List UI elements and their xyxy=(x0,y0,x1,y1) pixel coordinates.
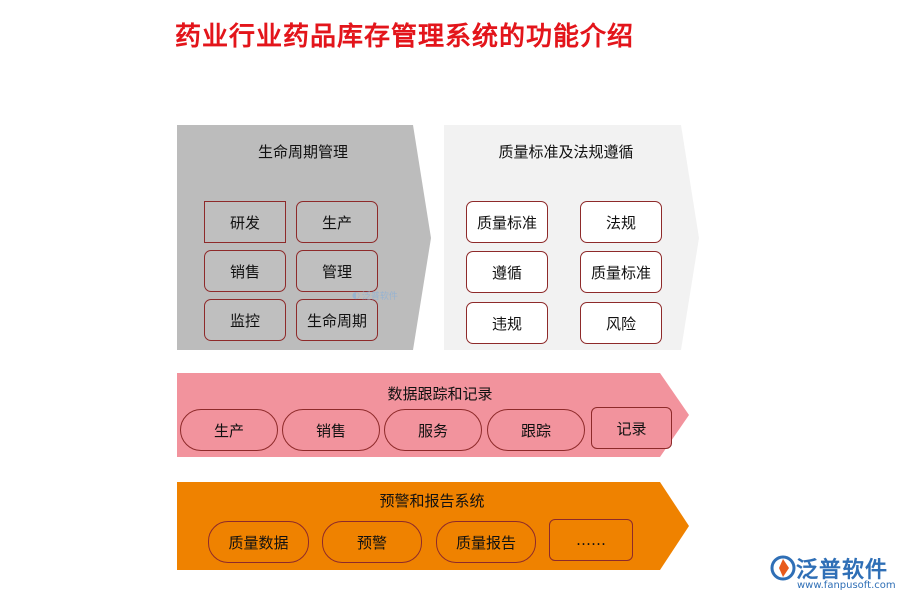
quality-panel-shape xyxy=(444,125,699,350)
fanpu-logo-icon xyxy=(770,555,796,581)
tracking-item-sales: 销售 xyxy=(282,409,380,451)
lifecycle-panel-title: 生命周期管理 xyxy=(257,143,349,161)
lifecycle-item-management: 管理 xyxy=(296,250,378,292)
warning-item-alert: 预警 xyxy=(322,521,422,563)
tracking-panel-title: 数据跟踪和记录 xyxy=(387,385,493,403)
watermark-logo-icon: ◐ xyxy=(352,290,360,301)
quality-item-standard: 质量标准 xyxy=(466,201,548,243)
lifecycle-item-rd: 研发 xyxy=(204,201,286,243)
tracking-item-service: 服务 xyxy=(384,409,482,451)
quality-panel-title: 质量标准及法规遵循 xyxy=(498,143,634,161)
warning-item-more: …… xyxy=(549,519,633,561)
quality-item-regulation: 法规 xyxy=(580,201,662,243)
brand-url: www.fanpusoft.com xyxy=(797,580,896,591)
page-title: 药业行业药品库存管理系统的功能介绍 xyxy=(175,22,635,52)
warning-item-quality-report: 质量报告 xyxy=(436,521,536,563)
warning-panel-title: 预警和报告系统 xyxy=(379,492,485,510)
watermark: ◐ 泛普软件 xyxy=(352,290,398,303)
lifecycle-item-lifecycle: 生命周期 xyxy=(296,299,378,341)
tracking-item-tracking: 跟踪 xyxy=(487,409,585,451)
lifecycle-item-monitoring: 监控 xyxy=(204,299,286,341)
warning-item-quality-data: 质量数据 xyxy=(208,521,309,563)
tracking-item-production: 生产 xyxy=(180,409,278,451)
lifecycle-item-sales: 销售 xyxy=(204,250,286,292)
quality-item-risk: 风险 xyxy=(580,302,662,344)
brand-name: 泛普软件 xyxy=(796,558,889,583)
quality-item-standard-2: 质量标准 xyxy=(580,251,662,293)
lifecycle-item-production: 生产 xyxy=(296,201,378,243)
tracking-item-record: 记录 xyxy=(591,407,672,449)
quality-item-violation: 违规 xyxy=(466,302,548,344)
brand-logo: 泛普软件 xyxy=(770,552,888,584)
quality-item-compliance: 遵循 xyxy=(466,251,548,293)
